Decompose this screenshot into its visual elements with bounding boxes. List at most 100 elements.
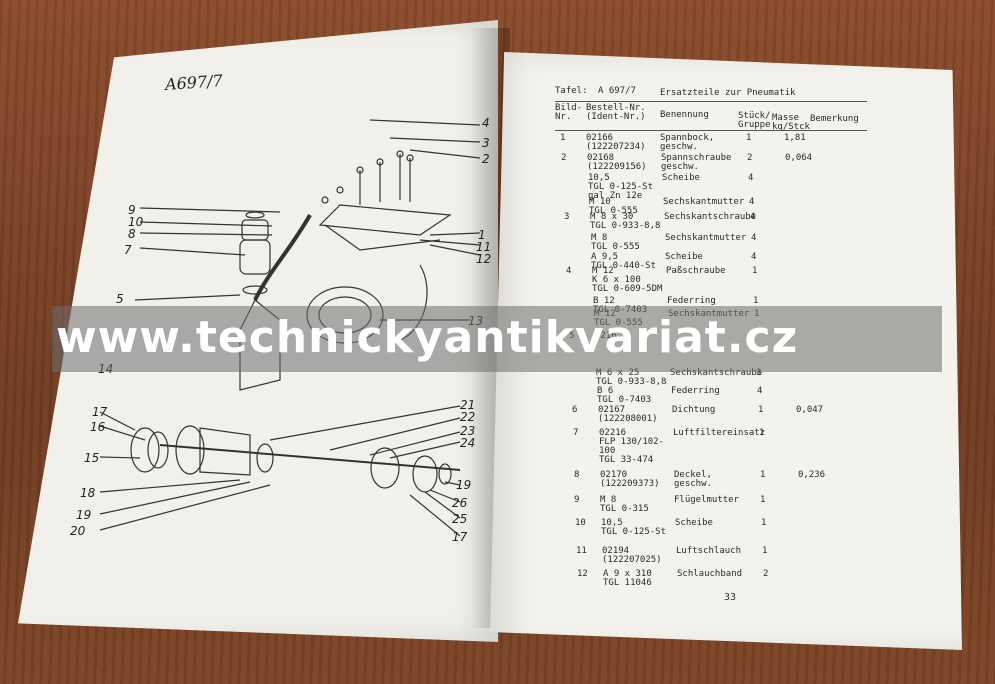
callout-12: 12 [476, 252, 492, 266]
page-number: 33 [724, 592, 737, 603]
cover [241, 219, 269, 241]
exploded-parts-drawing [99, 119, 481, 537]
cell-stueck: 4 [751, 252, 757, 262]
tafel-id: A 697/7 [598, 86, 636, 96]
cell-stueck: 1 [762, 546, 768, 556]
cell-benennung: Luftfiltereinsatz [673, 428, 766, 438]
cell-stueck: 4 [757, 386, 763, 396]
callout-19-right: 19 [456, 478, 472, 492]
callout-8: 8 [128, 227, 136, 241]
cell-benennung: Spannschraube geschw. [661, 153, 732, 172]
cell-benennung: Flügelmutter [674, 495, 740, 505]
cell-stueck: 1 [758, 405, 764, 415]
cell-bild: 9 [574, 495, 580, 505]
cell-stueck: 1 [752, 266, 758, 276]
header-benennung: Benennung [660, 110, 709, 120]
cell-stueck: 2 [747, 153, 753, 163]
callout-3: 3 [482, 136, 490, 150]
cell-stueck: 1 [761, 518, 767, 528]
cell-bestell: A 9,5 TGL 0-440-St [591, 252, 657, 271]
header-bemerkung: Bemerkung [810, 114, 859, 124]
header-rule-bottom [555, 130, 867, 131]
callout-1: 1 [478, 228, 486, 242]
filter-insert [239, 239, 271, 275]
cell-benennung: Deckel, geschw. [674, 470, 712, 489]
bearing-24 [370, 447, 400, 489]
cell-bestell: 02216 FLP 130/102- 100 TGL 33-474 [599, 428, 665, 465]
header-bestell: Bestell-Nr. (Ident-Nr.) [586, 103, 646, 122]
flange-15 [130, 427, 160, 473]
cell-bild: 12 [577, 569, 588, 579]
cell-bestell: M 8 x 30 TGL 0-933-8,8 [590, 212, 661, 231]
cell-bestell: M 12 K 6 x 100 TGL 0-609-5DM [592, 266, 663, 294]
gasket [242, 285, 268, 295]
callout-17-right: 17 [452, 530, 468, 544]
cell-benennung: Schlauchband [677, 569, 743, 579]
washer-19 [438, 463, 452, 485]
pulley-26 [412, 455, 438, 493]
callout-2: 2 [482, 152, 490, 166]
cell-bestell: 02194 (122207025) [602, 546, 662, 565]
cell-bild: 1 [560, 133, 566, 143]
cell-bestell: M 10 TGL 0-555 [589, 197, 638, 216]
cell-benennung: Sechskantmutter [665, 233, 747, 243]
callout-26: 26 [452, 496, 468, 510]
callout-25: 25 [452, 512, 468, 526]
cell-stueck: 1 [759, 428, 765, 438]
cell-stueck: 4 [750, 212, 756, 222]
cell-bestell: 10,5 TGL 0-125-St [601, 518, 667, 537]
cell-benennung: Scheibe [665, 252, 703, 262]
cell-masse: 1,81 [784, 133, 806, 143]
cell-bild: 8 [574, 470, 580, 480]
cell-bestell: 02167 (122208001) [598, 405, 658, 424]
cell-masse: 0,064 [785, 153, 813, 163]
callout-19-left: 19 [76, 508, 92, 522]
cell-bestell: 02166 (122207234) [586, 133, 646, 152]
spannbock-plate [318, 204, 452, 236]
callout-17-left: 17 [92, 405, 108, 419]
cell-stueck: 4 [749, 197, 755, 207]
wing-nut [245, 211, 265, 219]
cell-bild: 3 [564, 212, 570, 222]
cell-benennung: Federring [667, 296, 716, 306]
cell-stueck: 3 [756, 368, 762, 378]
cell-bestell: M 8 TGL 0-315 [600, 495, 649, 514]
callout-15: 15 [84, 451, 100, 465]
shaft [159, 444, 461, 471]
cell-bestell: M 6 x 25 TGL 0-933-8,8 [596, 368, 667, 387]
bearing-22 [256, 443, 274, 473]
cell-benennung: Federring [671, 386, 720, 396]
cell-benennung: Sechskantmutter [663, 197, 745, 207]
cell-stueck: 4 [751, 233, 757, 243]
cell-benennung: Luftschlauch [676, 546, 742, 556]
cell-bestell: M 8 TGL 0-555 [591, 233, 640, 252]
callout-7: 7 [124, 243, 132, 257]
cell-masse: 0,236 [798, 470, 826, 480]
callout-21: 21 [460, 398, 476, 412]
callout-11: 11 [476, 240, 492, 254]
cell-stueck: 1 [760, 470, 766, 480]
cell-benennung: Scheibe [675, 518, 713, 528]
cell-bild: 2 [561, 153, 567, 163]
ring-17 [175, 425, 205, 475]
cell-benennung: Scheibe [662, 173, 700, 183]
cell-bestell: A 9 x 310 TGL 11046 [603, 569, 652, 588]
callout-24: 24 [460, 436, 476, 450]
callout-23: 23 [460, 424, 476, 438]
callout-20: 20 [70, 524, 86, 538]
cell-stueck: 1 [746, 133, 752, 143]
cell-stueck: 2 [763, 569, 769, 579]
cell-stueck: 1 [760, 495, 766, 505]
cell-bestell: B 6 TGL 0-7403 [597, 386, 652, 405]
cell-bild: 7 [573, 428, 579, 438]
cell-benennung: Dichtung [672, 405, 716, 415]
cell-masse: 0,047 [796, 405, 824, 415]
cell-bestell: 02170 (122209373) [600, 470, 660, 489]
tafel-label: Tafel: [555, 86, 588, 96]
header-bild: Bild- Nr. [555, 103, 583, 122]
bearing-16 [147, 431, 169, 469]
callout-9: 9 [128, 203, 136, 217]
cell-bild: 11 [576, 546, 587, 556]
hose [253, 214, 312, 301]
callout-22: 22 [460, 410, 476, 424]
